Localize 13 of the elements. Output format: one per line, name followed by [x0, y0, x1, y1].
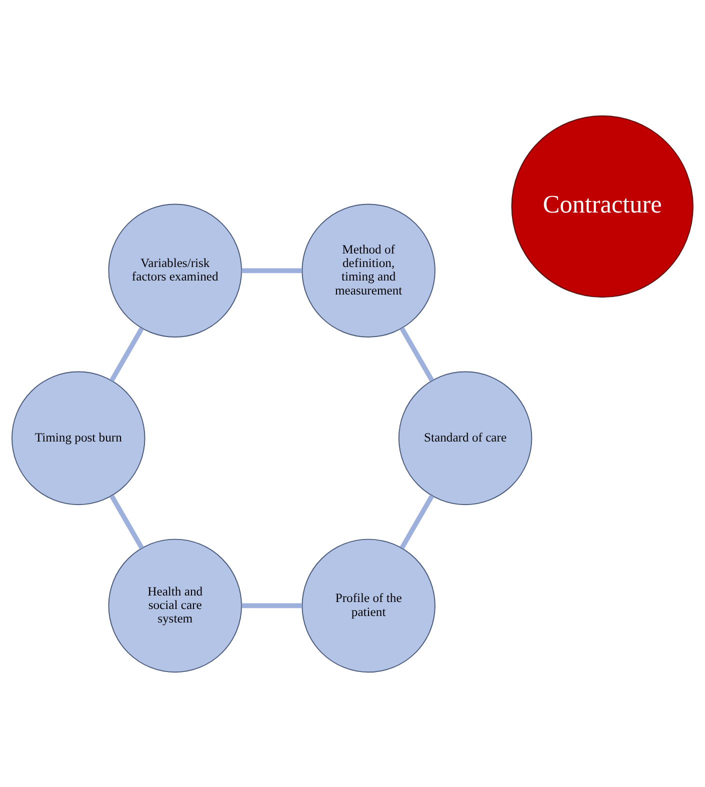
node-circle: Method of definition, timing and measurement [302, 203, 436, 338]
node-circle: Profile of the patient [302, 538, 436, 672]
node-circle: Contracture [511, 114, 694, 298]
connector [110, 494, 144, 549]
connector [400, 494, 434, 549]
node-circle: Standard of care [398, 370, 532, 505]
node-circle: Health and social care system [108, 538, 242, 672]
connector [242, 268, 302, 273]
connector [110, 326, 144, 382]
node-circle: Timing post burn [12, 370, 146, 505]
connector [400, 326, 434, 382]
node-circle: Variables/risk factors examined [108, 203, 242, 338]
connector [242, 602, 302, 608]
